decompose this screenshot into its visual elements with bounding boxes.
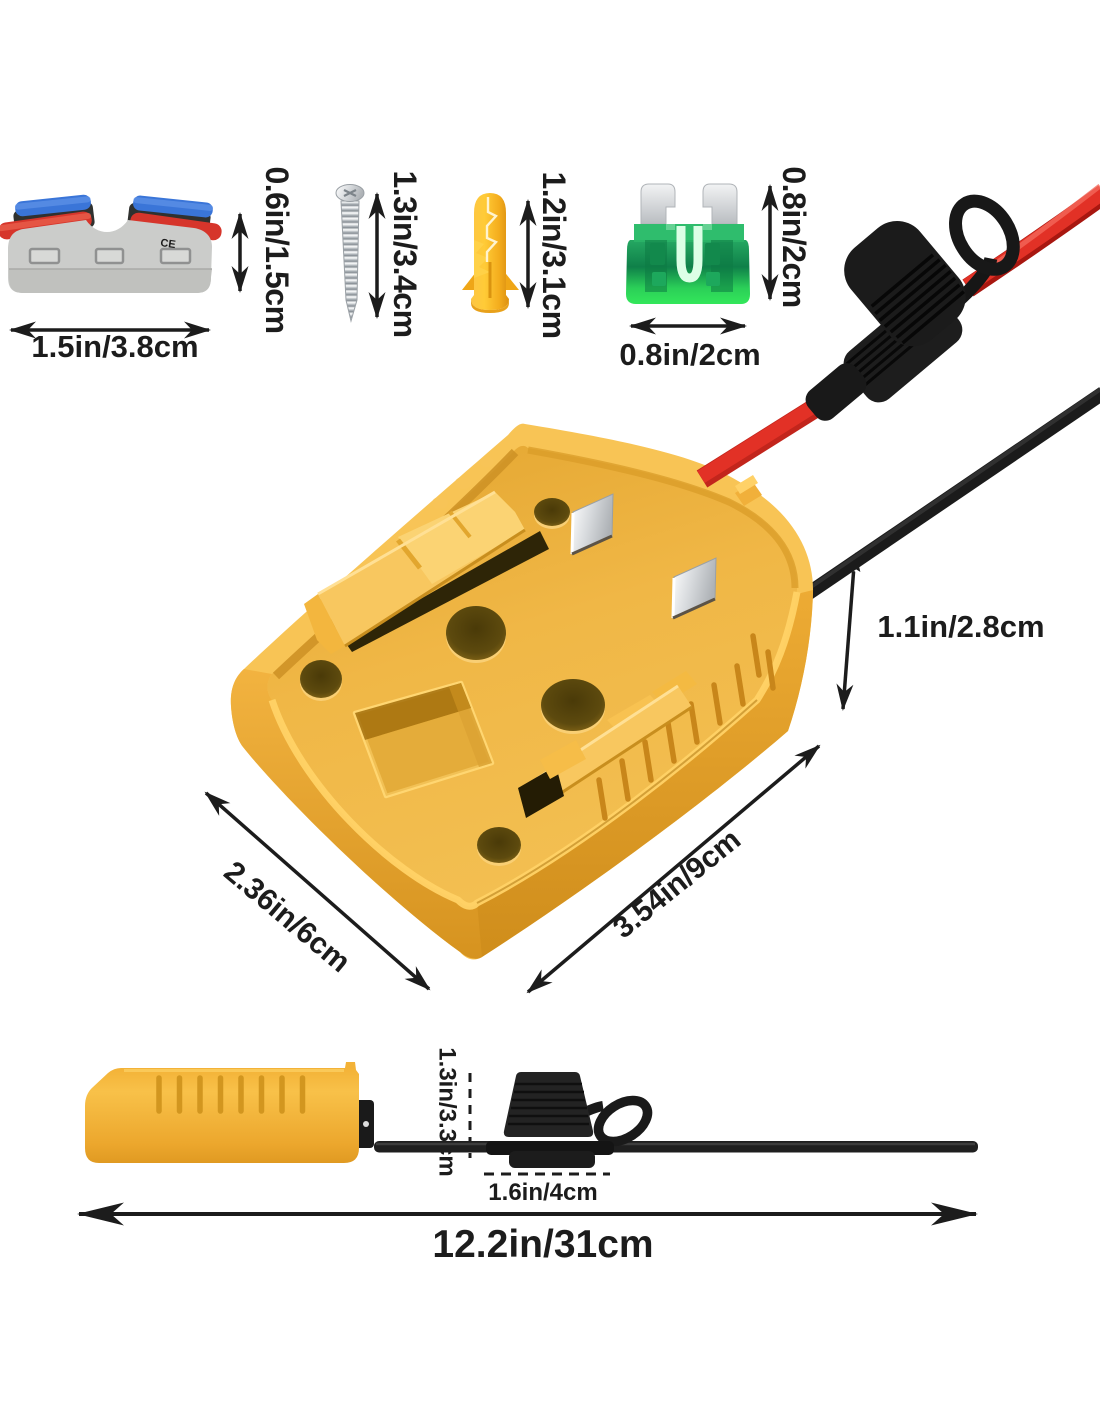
- svg-text:0.8in/2cm: 0.8in/2cm: [619, 337, 760, 372]
- svg-text:1.5in/3.8cm: 1.5in/3.8cm: [31, 329, 198, 364]
- svg-text:1.1in/2.8cm: 1.1in/2.8cm: [877, 609, 1044, 644]
- svg-text:1.6in/4cm: 1.6in/4cm: [488, 1179, 597, 1206]
- svg-text:12.2in/31cm: 12.2in/31cm: [432, 1223, 653, 1266]
- svg-text:1.3in/3.4cm: 1.3in/3.4cm: [387, 170, 423, 337]
- svg-text:1.2in/3.1cm: 1.2in/3.1cm: [536, 171, 572, 338]
- svg-text:1.3in/3.3cm: 1.3in/3.3cm: [434, 1047, 461, 1176]
- svg-text:CE: CE: [160, 237, 177, 251]
- svg-text:0.6in/1.5cm: 0.6in/1.5cm: [259, 166, 295, 333]
- svg-text:0.8in/2cm: 0.8in/2cm: [776, 166, 812, 307]
